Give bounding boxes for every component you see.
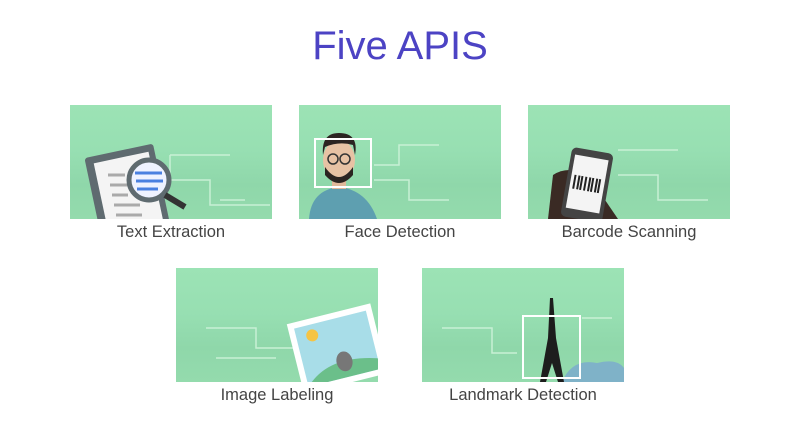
card-label: Face Detection [344,223,456,241]
slide-title: Five APIS [312,24,488,68]
photo-dog-icon [176,268,378,382]
card-text-extraction: Text Extraction [70,105,272,242]
card-image-labeling: Image Labeling [176,268,378,405]
card-label: Barcode Scanning [561,223,697,241]
eiffel-tower-icon [422,268,624,382]
card-label: Landmark Detection [449,386,597,404]
phone-barcode-icon [528,105,730,219]
card-landmark-detection: Landmark Detection [422,268,624,405]
card-barcode-scanning: Barcode Scanning [528,105,730,242]
clipboard-magnifier-icon [70,105,272,219]
card-face-detection: Face Detection [299,105,501,242]
card-label: Image Labeling [220,386,334,404]
face-icon [299,105,501,219]
card-label: Text Extraction [116,223,226,241]
